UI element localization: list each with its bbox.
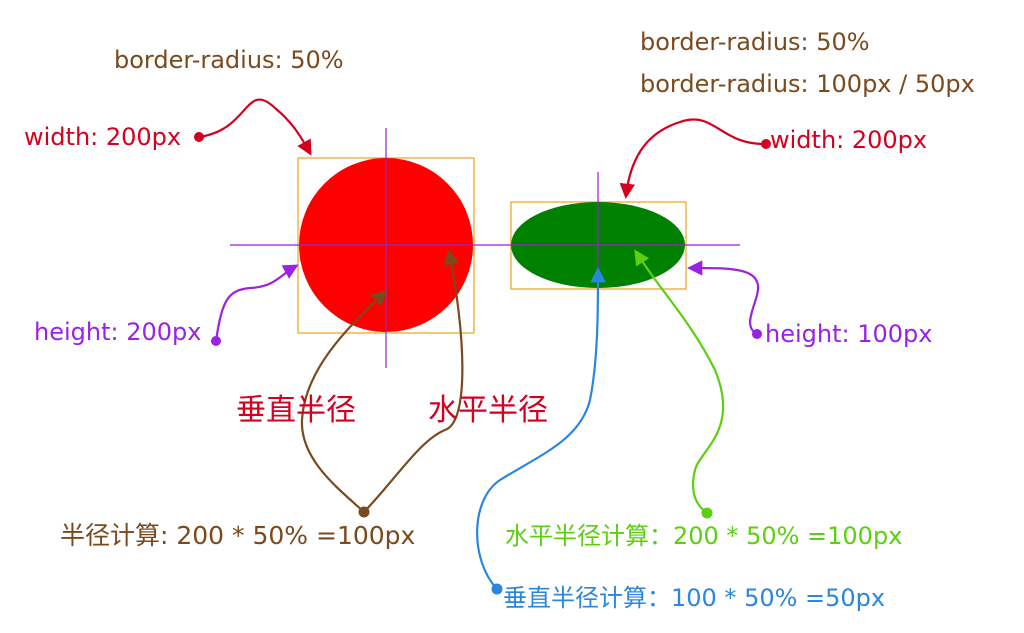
left-height-arrow bbox=[214, 264, 299, 342]
horizontal-calc-arrow bbox=[634, 249, 725, 514]
right-height-label: height: 100px bbox=[765, 320, 933, 348]
left-width-label: width: 200px bbox=[24, 123, 182, 151]
vertical-radius-label: 垂直半径 bbox=[236, 393, 356, 428]
vertical-radius-arrow bbox=[300, 289, 388, 513]
left-height-label: height: 200px bbox=[34, 318, 202, 346]
horizontal-radius-calc-label: 水平半径计算：200 * 50% =100px bbox=[505, 522, 903, 550]
right-border-radius-label-1: border-radius: 50% bbox=[640, 28, 870, 56]
right-width-arrow bbox=[619, 118, 767, 200]
horizontal-radius-label: 水平半径 bbox=[428, 393, 548, 428]
right-border-radius-label-2: border-radius: 100px / 50px bbox=[640, 70, 975, 98]
left-radius-calc-label: 半径计算: 200 * 50% =100px bbox=[60, 521, 416, 550]
right-height-arrow bbox=[686, 260, 760, 335]
vertical-radius-calc-label: 垂直半径计算：100 * 50% =50px bbox=[503, 584, 886, 612]
vertical-calc-arrow bbox=[476, 266, 606, 590]
left-border-radius-label: border-radius: 50% bbox=[114, 46, 344, 74]
left-width-arrow bbox=[198, 98, 312, 156]
horizontal-radius-arrow bbox=[363, 248, 464, 513]
right-width-label: width: 200px bbox=[770, 126, 928, 154]
